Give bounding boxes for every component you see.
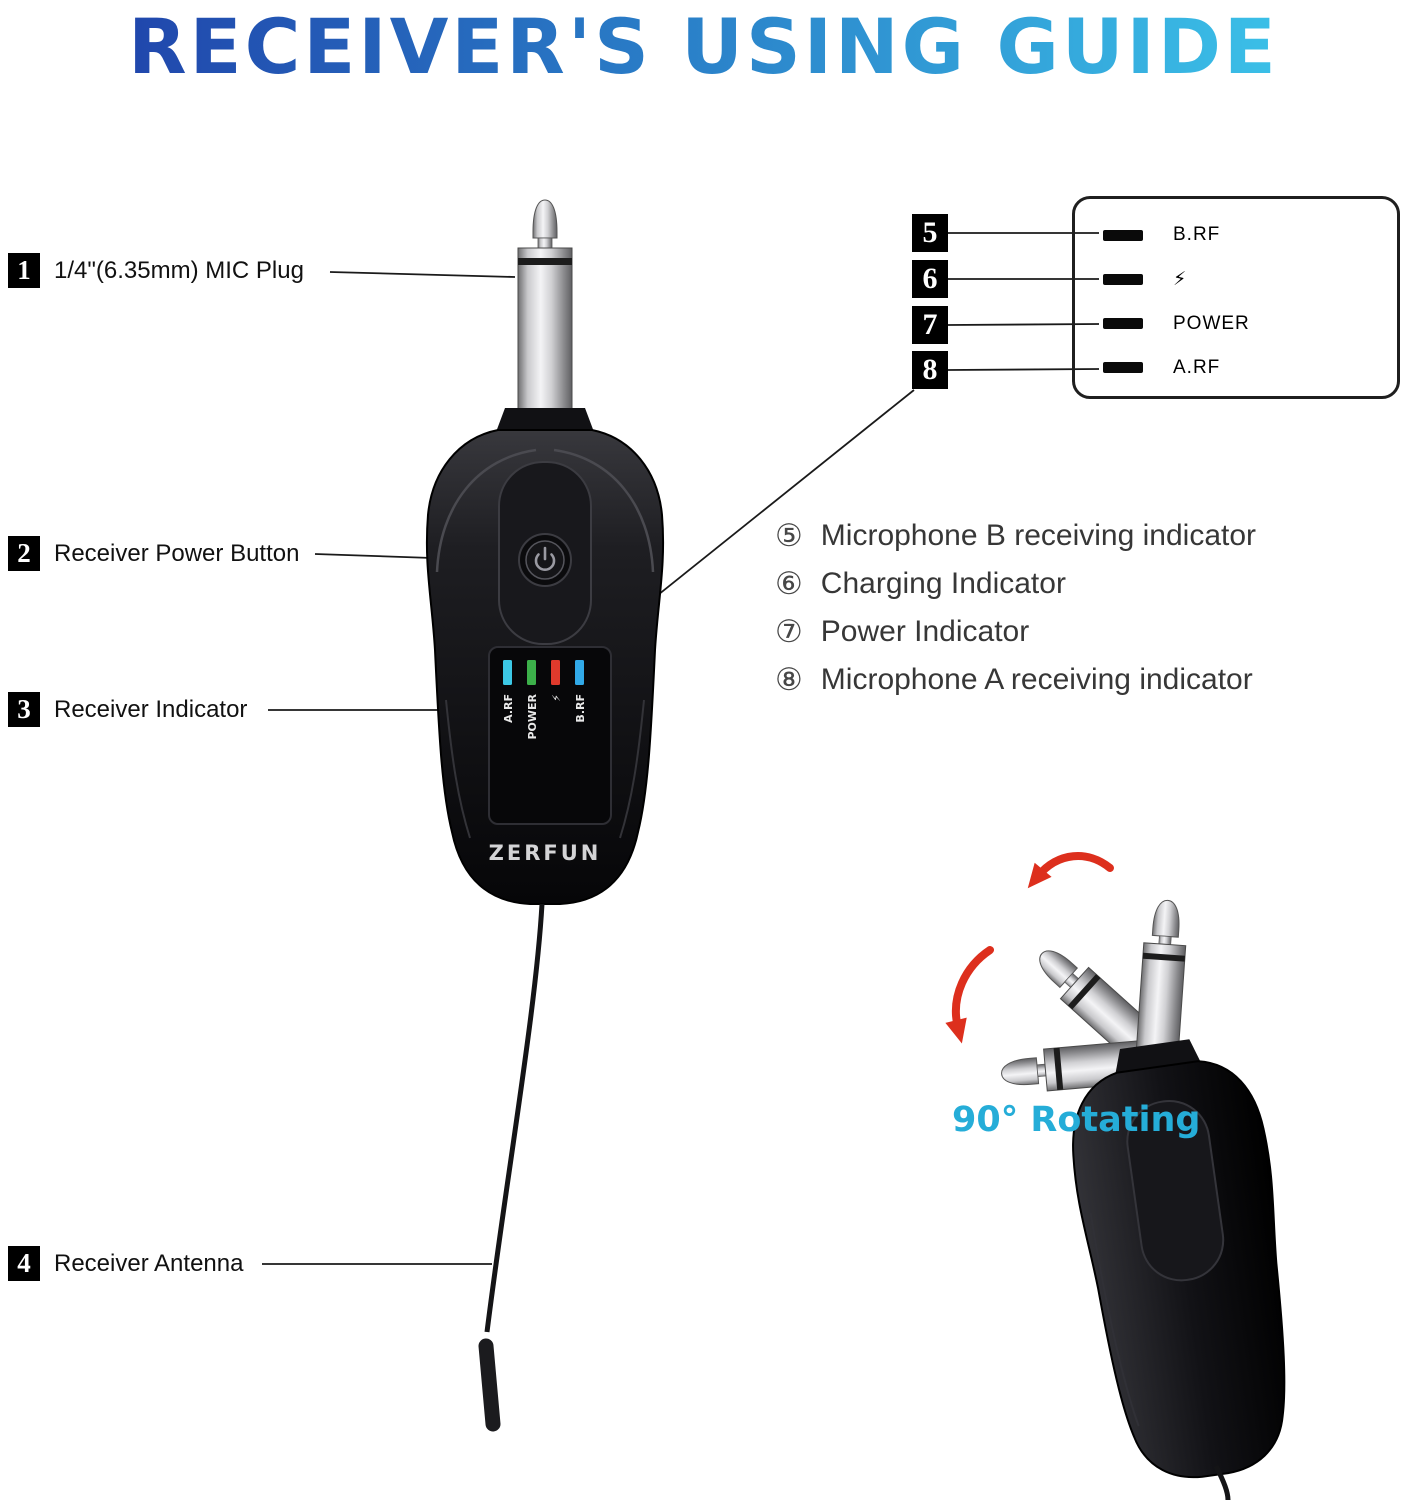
- power-icon: [534, 553, 556, 571]
- panel-number-8: 8: [912, 351, 948, 389]
- legend-number-7: ⑦: [775, 613, 803, 650]
- rotating-illustration: [945, 852, 1286, 1500]
- legend-item-7: ⑦ Power Indicator: [775, 614, 1256, 650]
- led-arf: [503, 660, 512, 685]
- brand-text: ZERFUN: [489, 841, 602, 865]
- legend-item-5: ⑤ Microphone B receiving indicator: [775, 518, 1256, 554]
- legend-list: ⑤ Microphone B receiving indicator ⑥ Cha…: [775, 518, 1256, 698]
- legend-item-8: ⑧ Microphone A receiving indicator: [775, 662, 1256, 698]
- rotating-body: [1072, 1039, 1286, 1479]
- mic-plug-illustration: [517, 199, 573, 411]
- display-led-bars: [503, 660, 584, 685]
- rotating-caption: 90° Rotating: [952, 1100, 1201, 1140]
- panel-number-7: 7: [912, 306, 948, 344]
- gloss-right: [553, 448, 655, 573]
- panel-label-arf: A.RF: [1173, 356, 1221, 378]
- display-label-brf: B.RF: [574, 694, 587, 723]
- receiver-illustration: A.RF POWER ⚡ B.RF ZERFUN: [425, 199, 665, 1432]
- led-power: [527, 660, 536, 685]
- output-cable: [1213, 1464, 1231, 1500]
- lightning-icon: ⚡: [1173, 268, 1188, 290]
- display-labels: A.RF POWER ⚡ B.RF: [502, 693, 587, 739]
- legend-number-8: ⑧: [775, 661, 803, 698]
- antenna-tip: [478, 1338, 501, 1432]
- panel-row-power: POWER: [1075, 302, 1397, 346]
- callout-mic-plug: 1 1/4"(6.35mm) MIC Plug: [8, 253, 304, 288]
- plug-collar: [496, 408, 594, 432]
- display-label-power: POWER: [526, 693, 539, 739]
- receiver-display: [488, 646, 612, 825]
- panel-row-arf: A.RF: [1075, 346, 1397, 390]
- rotate-arrow-top: [1027, 852, 1114, 889]
- callout-3-number: 3: [8, 692, 40, 727]
- led-brf: [575, 660, 584, 685]
- legend-text-7: Power Indicator: [820, 615, 1030, 648]
- panel-label-brf: B.RF: [1173, 224, 1221, 246]
- page-title: RECEIVER'S USING GUIDE: [0, 2, 1407, 91]
- power-button: [518, 533, 572, 587]
- plug-attached: [1135, 898, 1190, 1061]
- panel-label-power: POWER: [1173, 312, 1250, 334]
- indicator-panel: B.RF ⚡ POWER A.RF: [1072, 196, 1400, 399]
- callout-1-number: 1: [8, 253, 40, 288]
- legend-number-6: ⑥: [775, 565, 803, 602]
- display-label-arf: A.RF: [502, 694, 515, 723]
- callout-power-button: 2 Receiver Power Button: [8, 536, 299, 571]
- panel-number-6: 6: [912, 260, 948, 298]
- panel-row-charge: ⚡: [1075, 257, 1397, 301]
- callout-antenna: 4 Receiver Antenna: [8, 1246, 243, 1281]
- led-bar-icon: [1103, 362, 1143, 374]
- seam-right: [619, 699, 645, 839]
- led-charge: [551, 660, 560, 685]
- rotate-arrow-left: [945, 946, 994, 1044]
- seam-left: [445, 699, 471, 839]
- panel-number-5: 5: [912, 214, 948, 252]
- led-bar-icon: [1103, 229, 1143, 241]
- callout-1-label: 1/4"(6.35mm) MIC Plug: [54, 256, 304, 284]
- callout-indicator: 3 Receiver Indicator: [8, 692, 247, 727]
- legend-number-5: ⑤: [775, 517, 803, 554]
- led-bar-icon: [1103, 273, 1143, 285]
- display-label-charge: ⚡: [550, 694, 563, 702]
- legend-item-6: ⑥ Charging Indicator: [775, 566, 1256, 602]
- panel-row-brf: B.RF: [1075, 213, 1397, 257]
- callout-4-label: Receiver Antenna: [54, 1249, 244, 1277]
- callout-4-number: 4: [8, 1246, 40, 1281]
- legend-text-8: Microphone A receiving indicator: [820, 663, 1253, 696]
- led-bar-icon: [1103, 318, 1143, 330]
- antenna-wire: [484, 903, 545, 1333]
- callout-2-label: Receiver Power Button: [54, 539, 300, 567]
- legend-text-6: Charging Indicator: [820, 567, 1066, 600]
- callout-2-number: 2: [8, 536, 40, 571]
- legend-text-5: Microphone B receiving indicator: [820, 519, 1257, 552]
- gloss-left: [435, 448, 537, 573]
- line-mic-plug: [329, 271, 516, 278]
- callout-3-label: Receiver Indicator: [54, 695, 248, 723]
